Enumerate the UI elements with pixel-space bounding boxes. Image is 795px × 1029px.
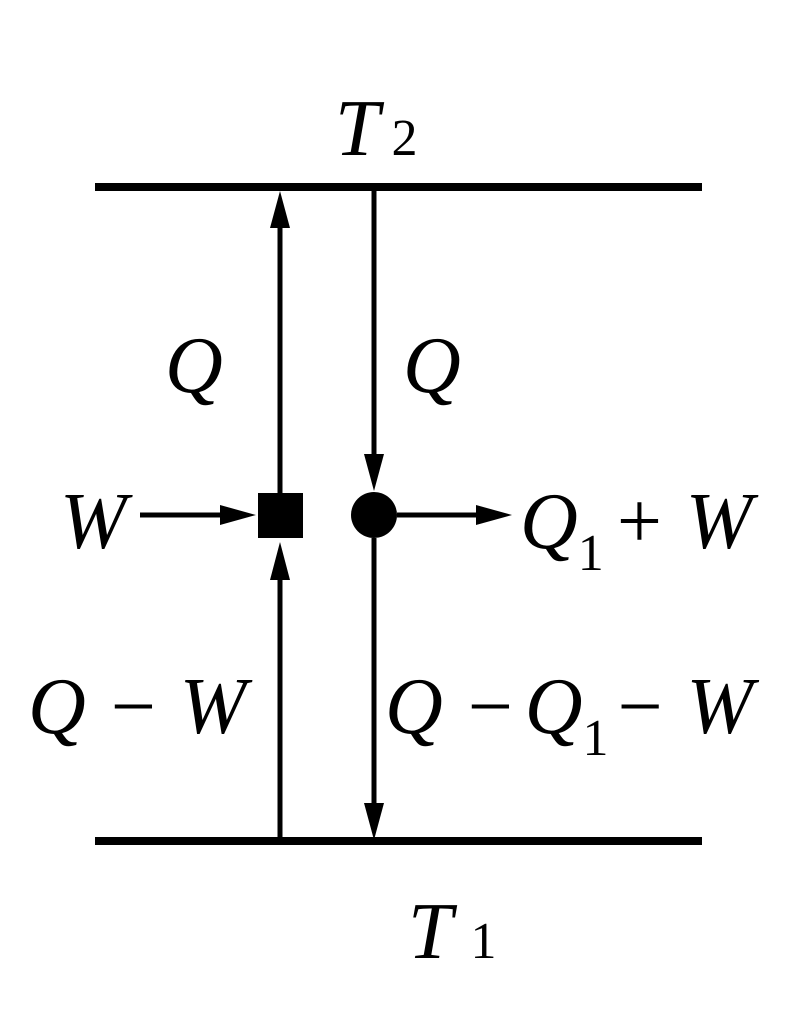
work-input-arrowhead <box>220 505 256 525</box>
hot-reservoir-symbol: T <box>335 85 385 173</box>
left-heat-from-cold-label: Q − W <box>28 663 253 751</box>
right-heat-to-cold-label: Q −Q1− W <box>385 663 760 767</box>
right-lower-arrowhead <box>364 803 384 840</box>
right-heat-to-cold-first: Q − <box>385 663 517 751</box>
right-heat-to-cold-rest: − W <box>613 663 760 751</box>
right-output-q: Q <box>520 478 578 566</box>
cold-reservoir-symbol: T <box>408 888 458 976</box>
right-device-circle <box>351 492 397 538</box>
right-output-q-subscript: 1 <box>578 525 604 582</box>
right-heat-to-cold-q1: Q <box>525 663 583 751</box>
right-upper-arrowhead <box>364 454 384 491</box>
cold-reservoir-subscript: 1 <box>471 913 497 970</box>
right-output-rest: + W <box>612 478 759 566</box>
left-lower-arrowhead <box>270 542 290 580</box>
left-heat-to-hot-label: Q <box>165 322 223 410</box>
right-output-arrowhead <box>476 505 512 525</box>
right-heat-from-hot-label: Q <box>403 322 461 410</box>
hot-reservoir-subscript: 2 <box>392 110 418 167</box>
right-output-label: Q1+ W <box>520 478 759 582</box>
work-input-label: W <box>60 478 133 566</box>
left-device-square <box>258 493 303 538</box>
left-upper-arrowhead <box>270 191 290 228</box>
right-heat-to-cold-q1-subscript: 1 <box>583 710 609 767</box>
